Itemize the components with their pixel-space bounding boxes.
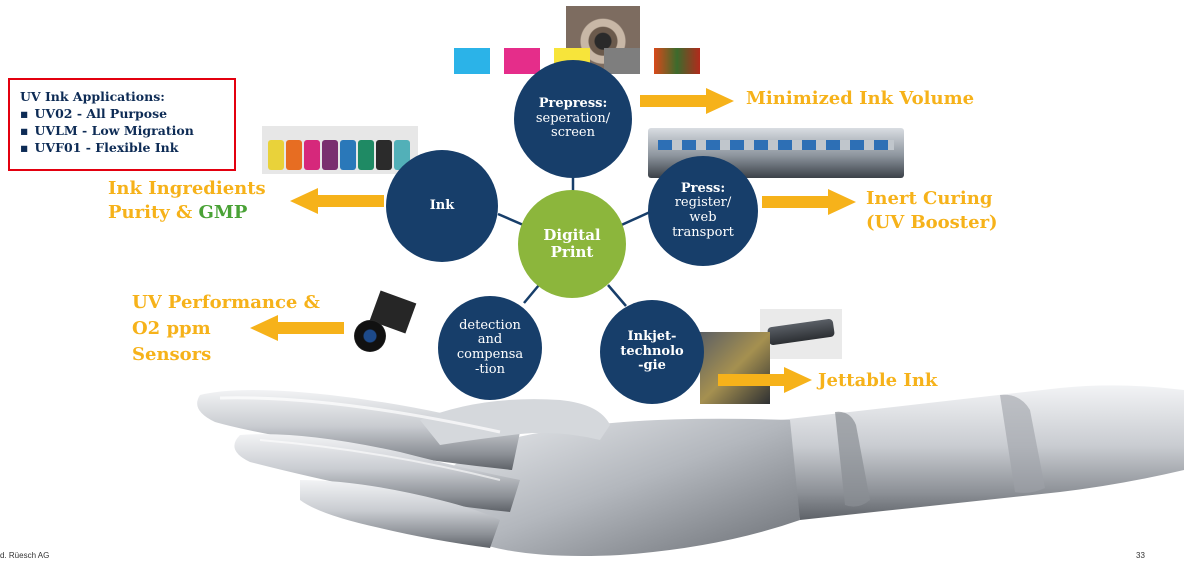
detection-line4: -tion (475, 361, 505, 377)
applications-title: UV Ink Applications: (20, 89, 165, 104)
node-prepress: Prepress: seperation/ screen (514, 60, 632, 178)
page-number: 33 (1136, 551, 1145, 560)
outcome-inert-line1: Inert Curing (866, 188, 993, 209)
node-digital-print: Digital Print (518, 190, 626, 298)
printhead-image (760, 309, 842, 359)
node-press: Press: register/ web transport (648, 156, 758, 266)
outcome-sensors-line2: O2 ppm (132, 318, 211, 339)
applications-list: UV02 - All Purpose UVLM - Low Migration … (20, 105, 224, 156)
detection-line3: compensa (456, 347, 524, 362)
press-line2: web (689, 210, 717, 225)
arrow-sensors (250, 315, 344, 341)
outcome-sensors: UV Performance & O2 ppm Sensors (132, 290, 320, 368)
node-inkjet: Inkjet- technolo -gie (600, 300, 704, 404)
outcome-ingredients-purity: Purity & (108, 202, 199, 223)
ink-applications-box: UV Ink Applications: UV02 - All Purpose … (8, 78, 236, 171)
node-detection: detection and compensa -tion (438, 296, 542, 400)
outcome-inert-line2: (UV Booster) (866, 212, 998, 233)
camera-sensor-image (344, 290, 420, 362)
node-ink: Ink (386, 150, 498, 262)
press-line3: transport (672, 224, 734, 240)
press-line1: register/ (674, 195, 732, 211)
prepress-line2: screen (551, 125, 595, 141)
inkjet-machine-image (700, 332, 770, 404)
press-title: Press: (680, 180, 726, 196)
detection-line1: detection (459, 317, 521, 333)
applications-item: UVF01 - Flexible Ink (20, 139, 224, 156)
outcome-jettable: Jettable Ink (818, 370, 938, 391)
outcome-ingredients-line2: Purity & GMP (108, 201, 266, 225)
arrow-jettable (718, 367, 812, 393)
ink-bottles-image (262, 126, 418, 174)
arrow-minimized (640, 88, 734, 114)
footer-company: d. Rüesch AG (0, 551, 50, 560)
outcome-ingredients-gmp: GMP (198, 202, 248, 223)
inkjet-line1: Inkjet- (627, 329, 677, 345)
applications-item: UVLM - Low Migration (20, 122, 224, 139)
outcome-sensors-line1: UV Performance & (132, 292, 320, 313)
outcome-inert: Inert Curing (UV Booster) (866, 187, 998, 235)
inkjet-line3: -gie (638, 358, 666, 374)
ink-title: Ink (429, 197, 455, 213)
inkjet-line2: technolo (620, 343, 684, 359)
arrow-ingredients (290, 188, 384, 214)
applications-item: UV02 - All Purpose (20, 105, 224, 122)
outcome-sensors-line3: Sensors (132, 344, 212, 365)
prepress-title: Prepress: (538, 96, 608, 112)
outcome-ingredients-line1: Ink Ingredients (108, 178, 266, 199)
outcome-ingredients: Ink Ingredients Purity & GMP (108, 177, 266, 225)
detection-line2: and (477, 332, 503, 348)
center-line1: Digital (543, 226, 601, 245)
arrow-inert (762, 189, 856, 215)
outcome-minimized: Minimized Ink Volume (746, 88, 975, 109)
prepress-line1: seperation/ (535, 110, 611, 126)
center-line2: Print (550, 243, 594, 261)
